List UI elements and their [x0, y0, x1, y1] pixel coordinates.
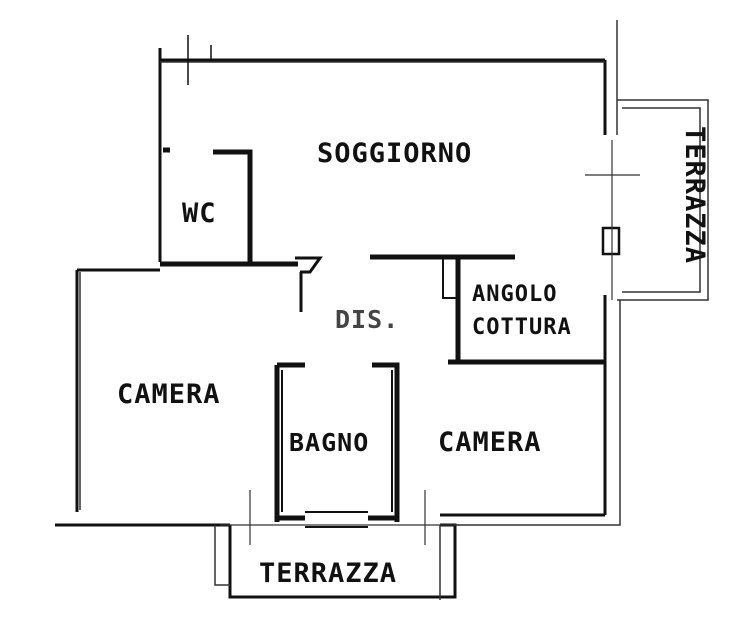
- duct-fixture: [295, 256, 323, 312]
- label-camera-left: CAMERA: [117, 379, 221, 410]
- label-terrazza-bottom: TERRAZZA: [259, 558, 397, 589]
- label-cottura: COTTURA: [472, 315, 572, 340]
- label-dis: DIS.: [335, 305, 399, 334]
- label-angolo: ANGOLO: [472, 282, 557, 307]
- label-camera-right: CAMERA: [438, 427, 542, 458]
- terrazza-right-outline: [617, 99, 709, 301]
- window-top: [165, 35, 212, 85]
- label-bagno: BAGNO: [289, 428, 369, 457]
- interior-walls: [160, 147, 605, 522]
- interior-thin-walls: [281, 257, 458, 528]
- window-marker-right: [601, 226, 621, 256]
- exterior-inner-lines: [79, 20, 621, 600]
- label-wc: WC: [182, 198, 217, 229]
- window-bottom-marks: [220, 490, 460, 545]
- label-terrazza-right: TERRAZZA: [679, 126, 710, 264]
- label-soggiorno: SOGGIORNO: [317, 138, 472, 169]
